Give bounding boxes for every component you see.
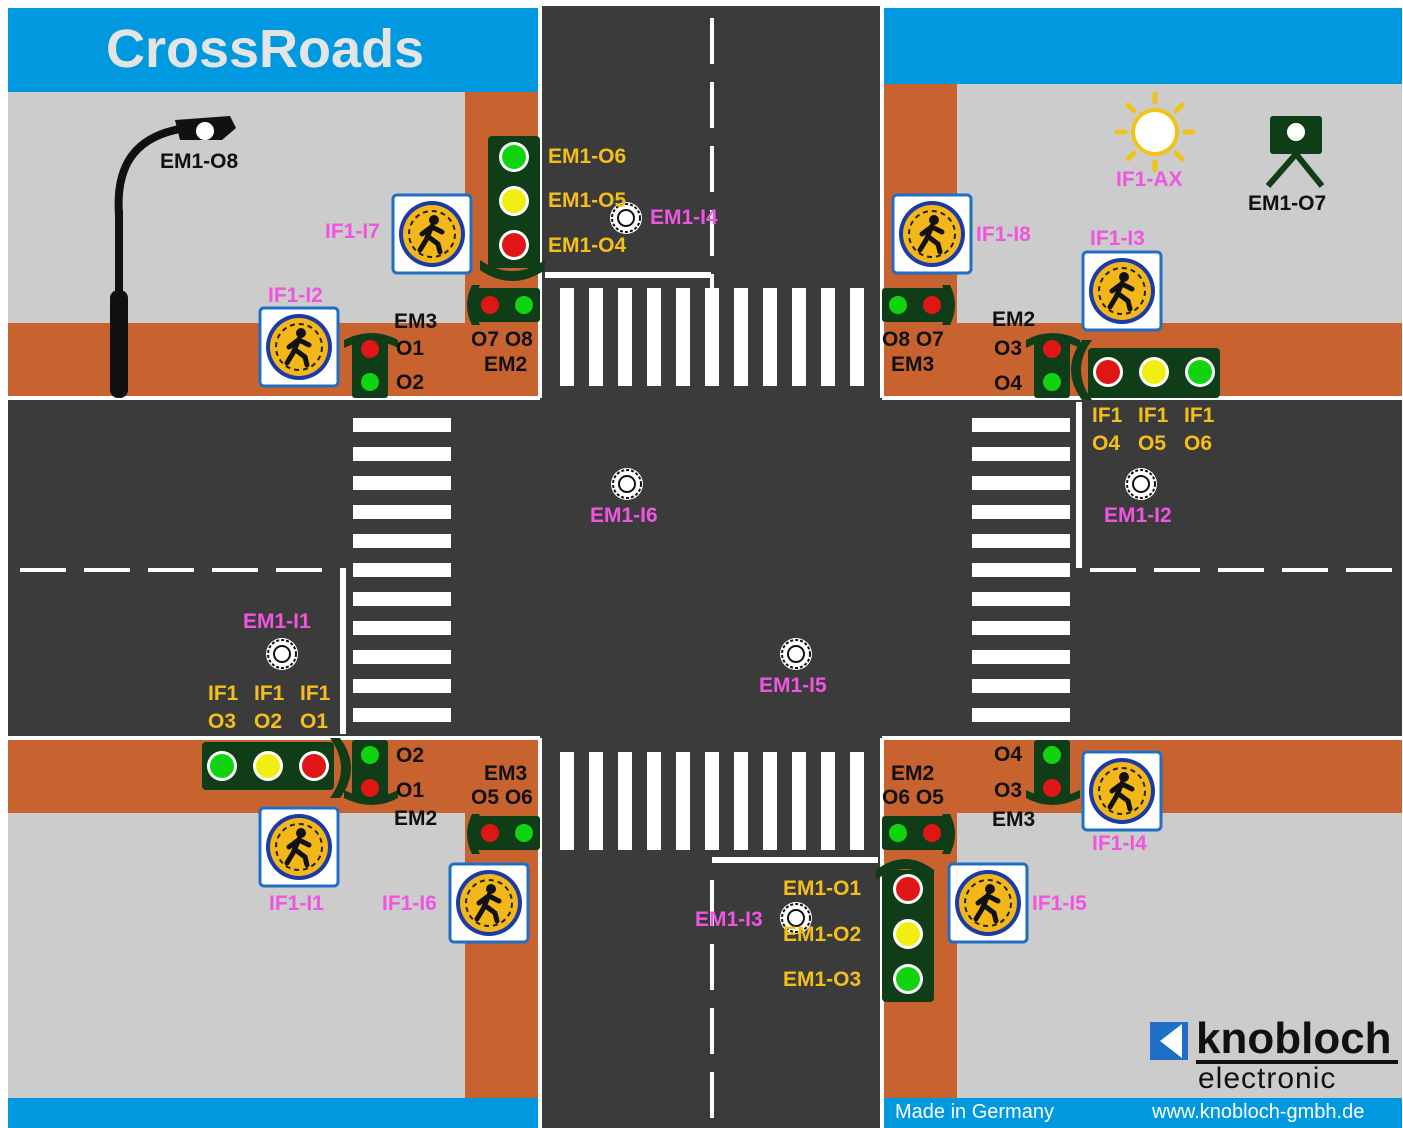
sensor-i6-label: EM1-I6 xyxy=(590,504,658,528)
website-label[interactable]: www.knobloch-gmbh.de xyxy=(1152,1101,1364,1124)
east-if1-a: IF1 xyxy=(1092,404,1122,428)
east-if1-c: IF1 xyxy=(1184,404,1214,428)
west-o3-label: O3 xyxy=(208,710,236,734)
ne-o4-label: O4 xyxy=(994,372,1022,396)
traffic-light-west xyxy=(202,738,351,798)
north-light-yellow-label: EM1-O5 xyxy=(548,189,626,213)
west-if1-c: IF1 xyxy=(300,682,330,706)
stop-line-north xyxy=(545,272,711,278)
south-light-yellow-label: EM1-O2 xyxy=(783,923,861,947)
ped-button-i1-label: IF1-I1 xyxy=(269,892,324,916)
east-o5-label: O5 xyxy=(1138,432,1166,456)
sensor-i5-label: EM1-I5 xyxy=(759,674,827,698)
traffic-light-north xyxy=(480,136,545,281)
west-if1-b: IF1 xyxy=(254,682,284,706)
west-o1-label: O1 xyxy=(300,710,328,734)
ped-button-i6-label: IF1-I6 xyxy=(382,892,437,916)
nw-em3-label: EM3 xyxy=(394,310,437,334)
north-light-green-label: EM1-O6 xyxy=(548,145,626,169)
ne-o3-label: O3 xyxy=(994,337,1022,361)
nw-o2-label: O2 xyxy=(396,371,424,395)
sensor-i3-label: EM1-I3 xyxy=(695,908,763,932)
ped-button-i2-icon xyxy=(260,308,338,386)
sw-o1-label: O1 xyxy=(396,779,424,803)
ped-button-i2-label: IF1-I2 xyxy=(268,284,323,308)
top-right-bar xyxy=(882,8,1402,84)
se-em2-label: EM2 xyxy=(891,762,934,786)
ped-button-i8-icon xyxy=(893,195,971,273)
ne-em3-label: EM3 xyxy=(891,353,934,377)
ped-signal-ne-horizontal xyxy=(882,285,955,325)
ped-button-i4-label: IF1-I4 xyxy=(1092,832,1147,856)
ped-button-i4-icon xyxy=(1083,752,1161,830)
se-o4-label: O4 xyxy=(994,743,1022,767)
lamp-label: EM1-O8 xyxy=(160,150,238,174)
ped-button-i1-icon xyxy=(260,808,338,886)
se-o6o5-label: O6 O5 xyxy=(882,786,944,810)
sw-o5o6-label: O5 O6 xyxy=(471,786,533,810)
sensor-i2-label: EM1-I2 xyxy=(1104,504,1172,528)
sw-o2-label: O2 xyxy=(396,744,424,768)
east-if1-b: IF1 xyxy=(1138,404,1168,428)
ped-button-i8-label: IF1-I8 xyxy=(976,223,1031,247)
app-title: CrossRoads xyxy=(106,18,424,80)
stop-line-south xyxy=(712,857,878,863)
stop-line-east xyxy=(1076,402,1082,568)
ped-signal-nw-horizontal xyxy=(467,285,540,325)
sensor-i6-icon xyxy=(611,468,643,500)
north-light-red-label: EM1-O4 xyxy=(548,234,626,258)
west-o2-label: O2 xyxy=(254,710,282,734)
ne-em2-label: EM2 xyxy=(992,308,1035,332)
ped-button-i6-icon xyxy=(450,864,528,942)
nw-o1-label: O1 xyxy=(396,337,424,361)
sensor-i5-icon xyxy=(780,638,812,670)
east-o4-label: O4 xyxy=(1092,432,1120,456)
brand-name: knobloch xyxy=(1196,1014,1392,1064)
sw-em2-label: EM2 xyxy=(394,807,437,831)
ped-button-i7-icon xyxy=(393,195,471,273)
traffic-light-east xyxy=(1071,340,1220,400)
brand-sub: electronic xyxy=(1198,1062,1336,1096)
sun-label: IF1-AX xyxy=(1116,168,1183,192)
stop-line-west xyxy=(340,568,346,734)
ped-button-i5-icon xyxy=(949,864,1027,942)
ped-signal-sw-horizontal xyxy=(467,814,540,854)
camera-label: EM1-O7 xyxy=(1248,192,1326,216)
south-light-green-label: EM1-O3 xyxy=(783,968,861,992)
ped-signal-se-horizontal xyxy=(882,814,955,854)
traffic-light-south xyxy=(876,859,934,1002)
nw-o7o8-label: O7 O8 xyxy=(471,328,533,352)
ped-button-i3-icon xyxy=(1083,252,1161,330)
footer-left-bar xyxy=(8,1098,540,1128)
ped-button-i5-label: IF1-I5 xyxy=(1032,892,1087,916)
sensor-i4-label: EM1-I4 xyxy=(650,206,718,230)
made-in-label: Made in Germany xyxy=(895,1101,1054,1124)
sensor-i1-label: EM1-I1 xyxy=(243,610,311,634)
ped-button-i3-label: IF1-I3 xyxy=(1090,227,1145,251)
west-if1-a: IF1 xyxy=(208,682,238,706)
ne-o8o7-label: O8 O7 xyxy=(882,328,944,352)
south-light-red-label: EM1-O1 xyxy=(783,877,861,901)
sensor-i1-icon xyxy=(266,638,298,670)
sensor-i2-icon xyxy=(1125,468,1157,500)
se-o3-label: O3 xyxy=(994,779,1022,803)
se-em3-label: EM3 xyxy=(992,808,1035,832)
east-o6-label: O6 xyxy=(1184,432,1212,456)
sw-em3-label: EM3 xyxy=(484,762,527,786)
ped-button-i7-label: IF1-I7 xyxy=(325,220,380,244)
nw-em2-label: EM2 xyxy=(484,353,527,377)
